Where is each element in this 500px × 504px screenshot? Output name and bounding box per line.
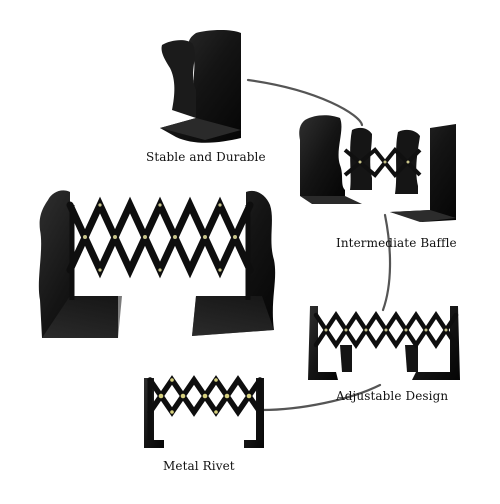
rivets bbox=[83, 203, 237, 272]
connector-arc bbox=[246, 78, 392, 412]
bookend-with-baffle bbox=[299, 115, 456, 222]
caption-stable-durable: Stable and Durable bbox=[146, 150, 266, 164]
bookend-adjustable bbox=[308, 306, 460, 380]
caption-adjustable-design: Adjustable Design bbox=[336, 389, 449, 403]
bookend-single bbox=[160, 29, 241, 143]
bookend-expanded-large bbox=[38, 190, 276, 338]
bookend-rivet-detail bbox=[144, 375, 264, 448]
caption-metal-rivet: Metal Rivet bbox=[163, 459, 235, 473]
caption-intermediate-baffle: Intermediate Baffle bbox=[336, 236, 457, 250]
